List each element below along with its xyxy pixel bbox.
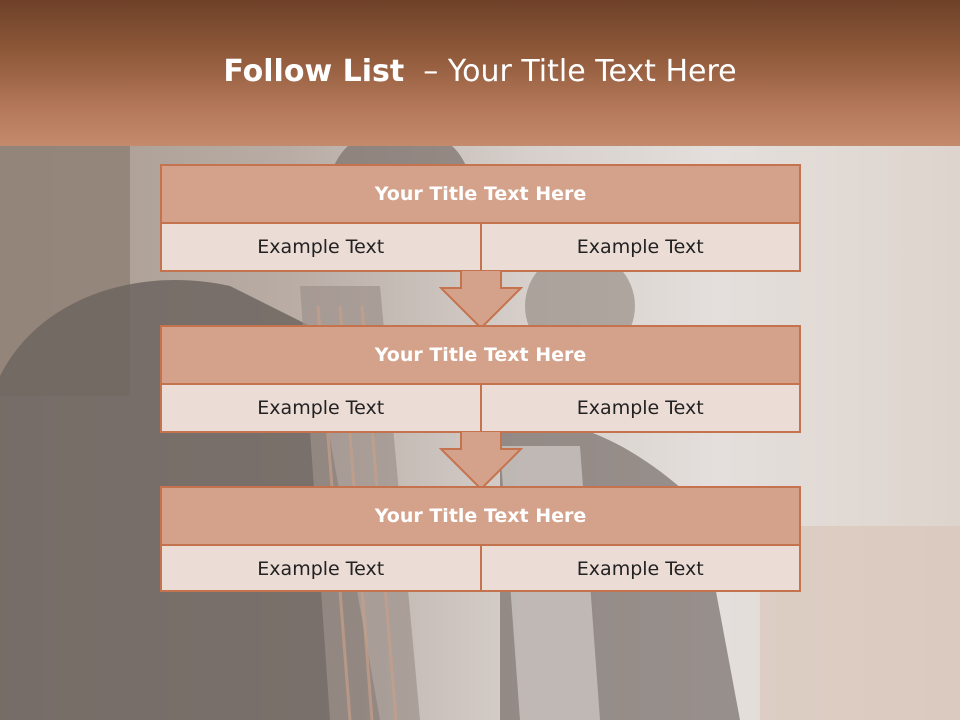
step-title: Your Title Text Here [162,488,799,546]
step-left-text: Example Text [257,558,385,580]
slide-title-rest: – Your Title Text Here [404,53,737,89]
step-left-text: Example Text [257,397,385,419]
down-arrow-icon [439,431,523,491]
header-band [0,0,960,146]
down-arrow-icon [439,270,523,330]
step-box-3: Your Title Text Here Example Text Exampl… [160,486,801,592]
slide-title: Follow List – Your Title Text Here [0,0,960,146]
step-title: Your Title Text Here [162,166,799,224]
step-right-text: Example Text [479,224,800,270]
step-row: Example Text Example Text [162,546,799,592]
step-row: Example Text Example Text [162,224,799,270]
step-right-text: Example Text [479,385,800,431]
step-box-2: Your Title Text Here Example Text Exampl… [160,325,801,433]
step-title: Your Title Text Here [162,327,799,385]
step-left-text: Example Text [257,236,385,258]
step-right-text: Example Text [479,546,800,592]
step-box-1: Your Title Text Here Example Text Exampl… [160,164,801,272]
slide-title-bold: Follow List [223,53,405,89]
step-row: Example Text Example Text [162,385,799,431]
